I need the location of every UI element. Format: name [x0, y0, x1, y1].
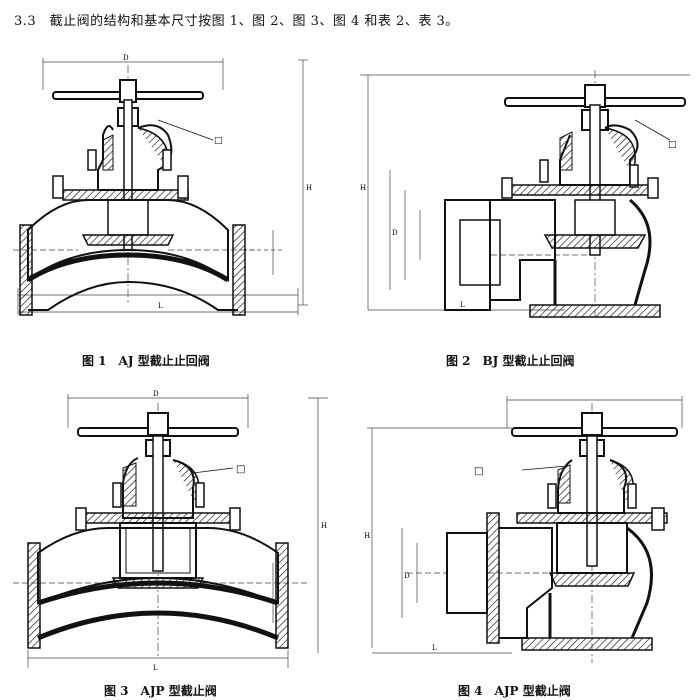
svg-text:L: L: [460, 301, 465, 309]
svg-text:L: L: [432, 644, 437, 652]
svg-text:H: H: [306, 184, 312, 192]
svg-text:H: H: [364, 532, 370, 540]
svg-text:D: D: [123, 54, 129, 62]
valve-drawing-bj: □ H D L: [360, 70, 690, 320]
svg-text:D: D: [404, 572, 410, 580]
svg-text:L: L: [158, 302, 163, 310]
section-heading: 3.3 截止阀的结构和基本尺寸按图 1、图 2、图 3、图 4 和表 2、表 3…: [14, 14, 459, 29]
callout-figure-4: □: [474, 466, 483, 477]
svg-text:H: H: [360, 184, 366, 192]
callout-figure-1: □: [214, 136, 223, 146]
valve-drawing-ajp-straight: □ D L H: [13, 390, 328, 672]
svg-text:H: H: [321, 522, 327, 530]
figure-4-drawing: □ H D L: [362, 388, 692, 673]
callout-figure-3: □: [236, 464, 245, 475]
figure-3-drawing: □ D L H: [8, 388, 338, 673]
valve-drawing-ajp-angle: □ H D L: [364, 396, 683, 663]
svg-text:L: L: [153, 664, 158, 672]
figure-2-drawing: □ H D L: [360, 50, 690, 340]
svg-text:D: D: [153, 390, 159, 398]
figure-1-drawing: □ D L H: [8, 50, 328, 340]
svg-text:D: D: [392, 229, 398, 237]
callout-figure-2: □: [668, 140, 677, 150]
valve-drawing-aj: □ D L H: [13, 54, 312, 316]
